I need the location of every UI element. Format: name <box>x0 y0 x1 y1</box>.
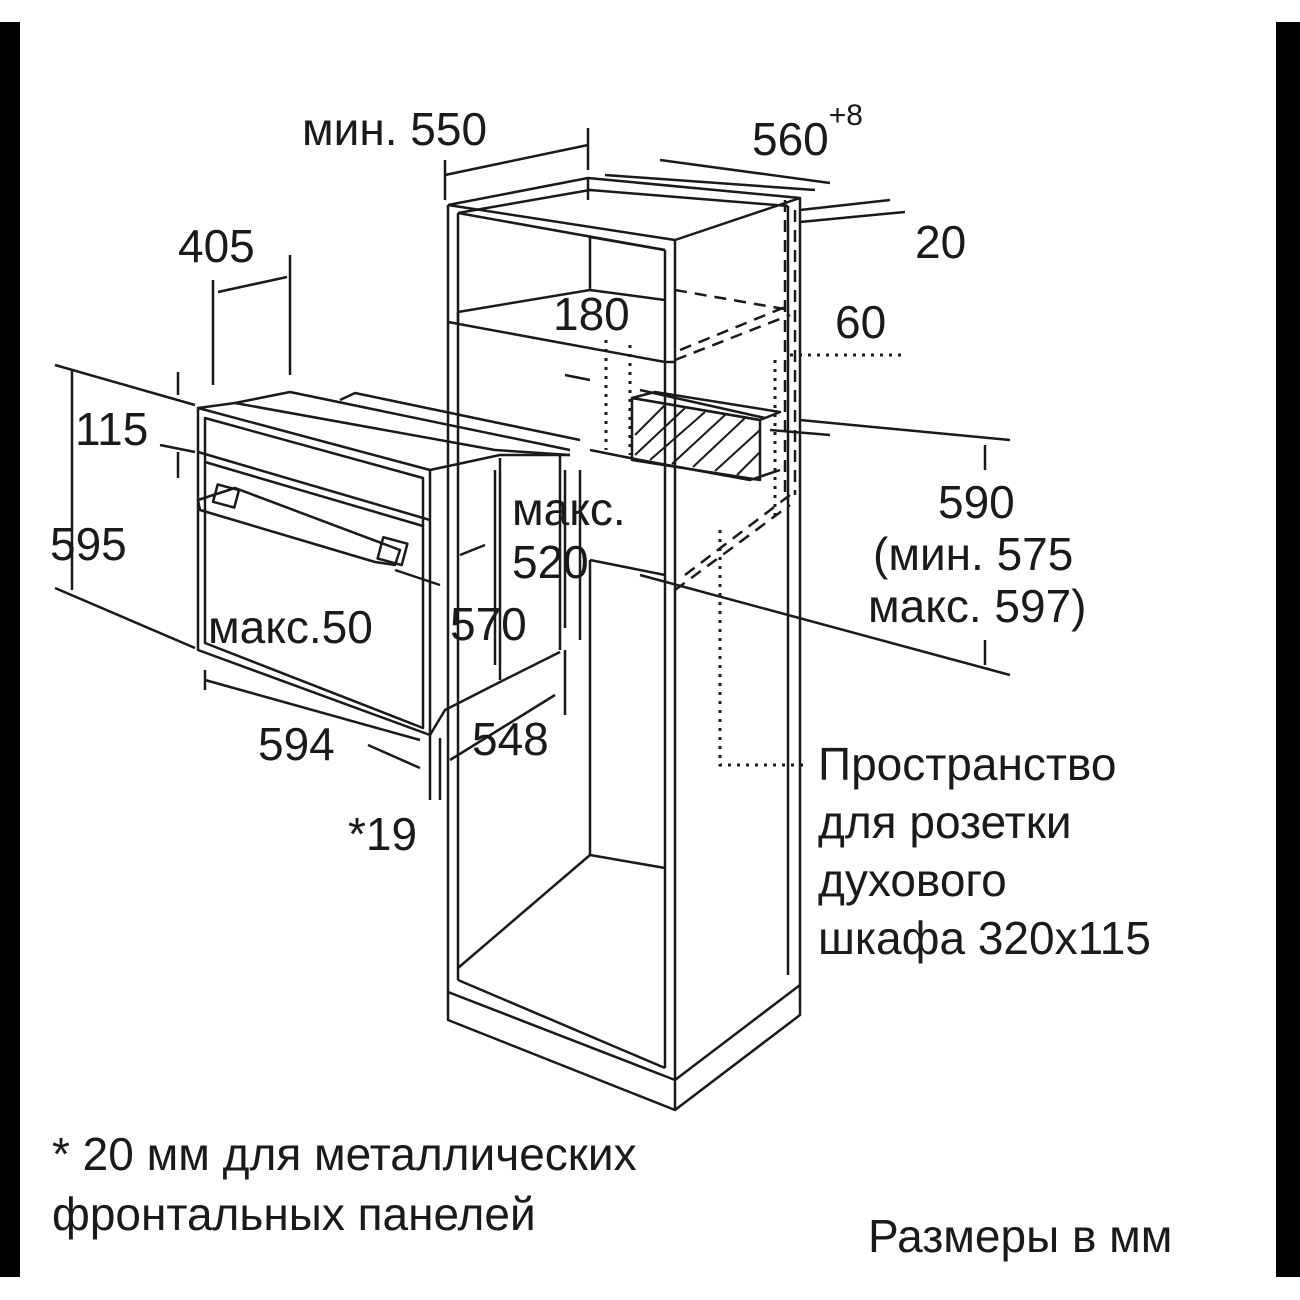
label-560-tolerance: +8 <box>829 99 863 132</box>
label-590-max: макс. 597) <box>868 580 1086 632</box>
label-180: 180 <box>553 288 630 340</box>
label-405: 405 <box>178 220 255 272</box>
label-max: макс. <box>512 483 626 535</box>
label-19: *19 <box>348 808 417 860</box>
label-560-value: 560 <box>752 113 829 165</box>
socket-note-line-1: Пространство <box>818 738 1116 790</box>
footnote-line-2: фронтальных панелей <box>52 1188 536 1240</box>
socket-note-line-2: для розетки <box>818 796 1072 848</box>
label-520: 520 <box>512 536 589 588</box>
label-20: 20 <box>915 216 966 268</box>
label-560: 560+8 <box>752 99 863 165</box>
socket-note-line-4: шкафа 320x115 <box>818 912 1151 964</box>
label-548: 548 <box>472 713 549 765</box>
left-border-bar <box>0 22 20 1277</box>
footnote: * 20 мм для металлических фронтальных па… <box>52 1128 637 1240</box>
label-min-550: мин. 550 <box>302 103 487 155</box>
label-590-min: (мин. 575 <box>873 528 1073 580</box>
cabinet-drawing <box>446 176 905 1112</box>
socket-note-line-3: духового <box>818 854 1007 906</box>
footnote-line-1: * 20 мм для металлических <box>52 1128 637 1180</box>
socket-hatching <box>634 404 761 476</box>
units-note: Размеры в мм <box>868 1210 1172 1262</box>
label-60: 60 <box>835 296 886 348</box>
label-595: 595 <box>50 518 127 570</box>
socket-note: Пространство для розетки духового шкафа … <box>818 738 1151 964</box>
dimension-lines <box>54 128 1011 800</box>
label-570: 570 <box>450 598 527 650</box>
right-border-bar <box>1276 22 1300 1277</box>
label-594: 594 <box>258 718 335 770</box>
label-115: 115 <box>75 403 148 455</box>
label-max50: макс.50 <box>208 601 373 653</box>
label-590: 590 <box>938 476 1015 528</box>
